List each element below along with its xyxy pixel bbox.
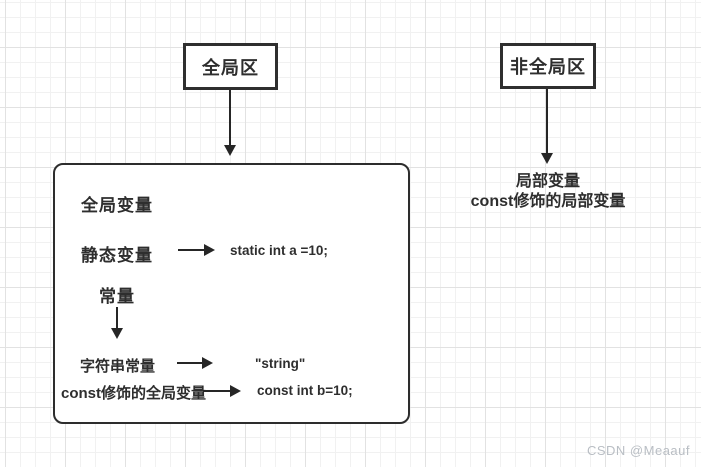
const-local-var-label: const修饰的局部变量 [470,193,626,210]
node-non-global-area-label: 非全局区 [510,57,586,77]
node-global-area-label: 全局区 [202,57,259,78]
arrow-static-var [178,244,215,256]
arrow-const-global [203,385,241,397]
static-var-code: static int a =10; [230,243,328,258]
non-global-text-group: 局部变量 const修饰的局部变量 [437,172,659,212]
global-var-label: 全局变量 [81,196,153,215]
node-global-area: 全局区 [183,43,278,90]
arrow-global-to-panel [224,90,236,156]
local-var-label: 局部变量 [515,173,580,190]
static-var-label: 静态变量 [81,246,153,265]
watermark: CSDN @Meaauf [586,443,690,458]
const-global-label: const修饰的全局变量 [61,385,207,402]
string-const-code: "string" [255,356,306,371]
arrow-nonglobal-to-text [541,89,553,164]
constant-label: 常量 [99,287,135,306]
string-const-label: 字符串常量 [80,358,156,375]
arrow-string-const [177,357,213,369]
node-non-global-area: 非全局区 [500,43,596,89]
arrow-constant-down [111,307,123,339]
const-global-code: const int b=10; [257,383,353,398]
global-area-panel: 全局变量 静态变量 static int a =10; 常量 字符串常量 "st… [53,163,410,424]
